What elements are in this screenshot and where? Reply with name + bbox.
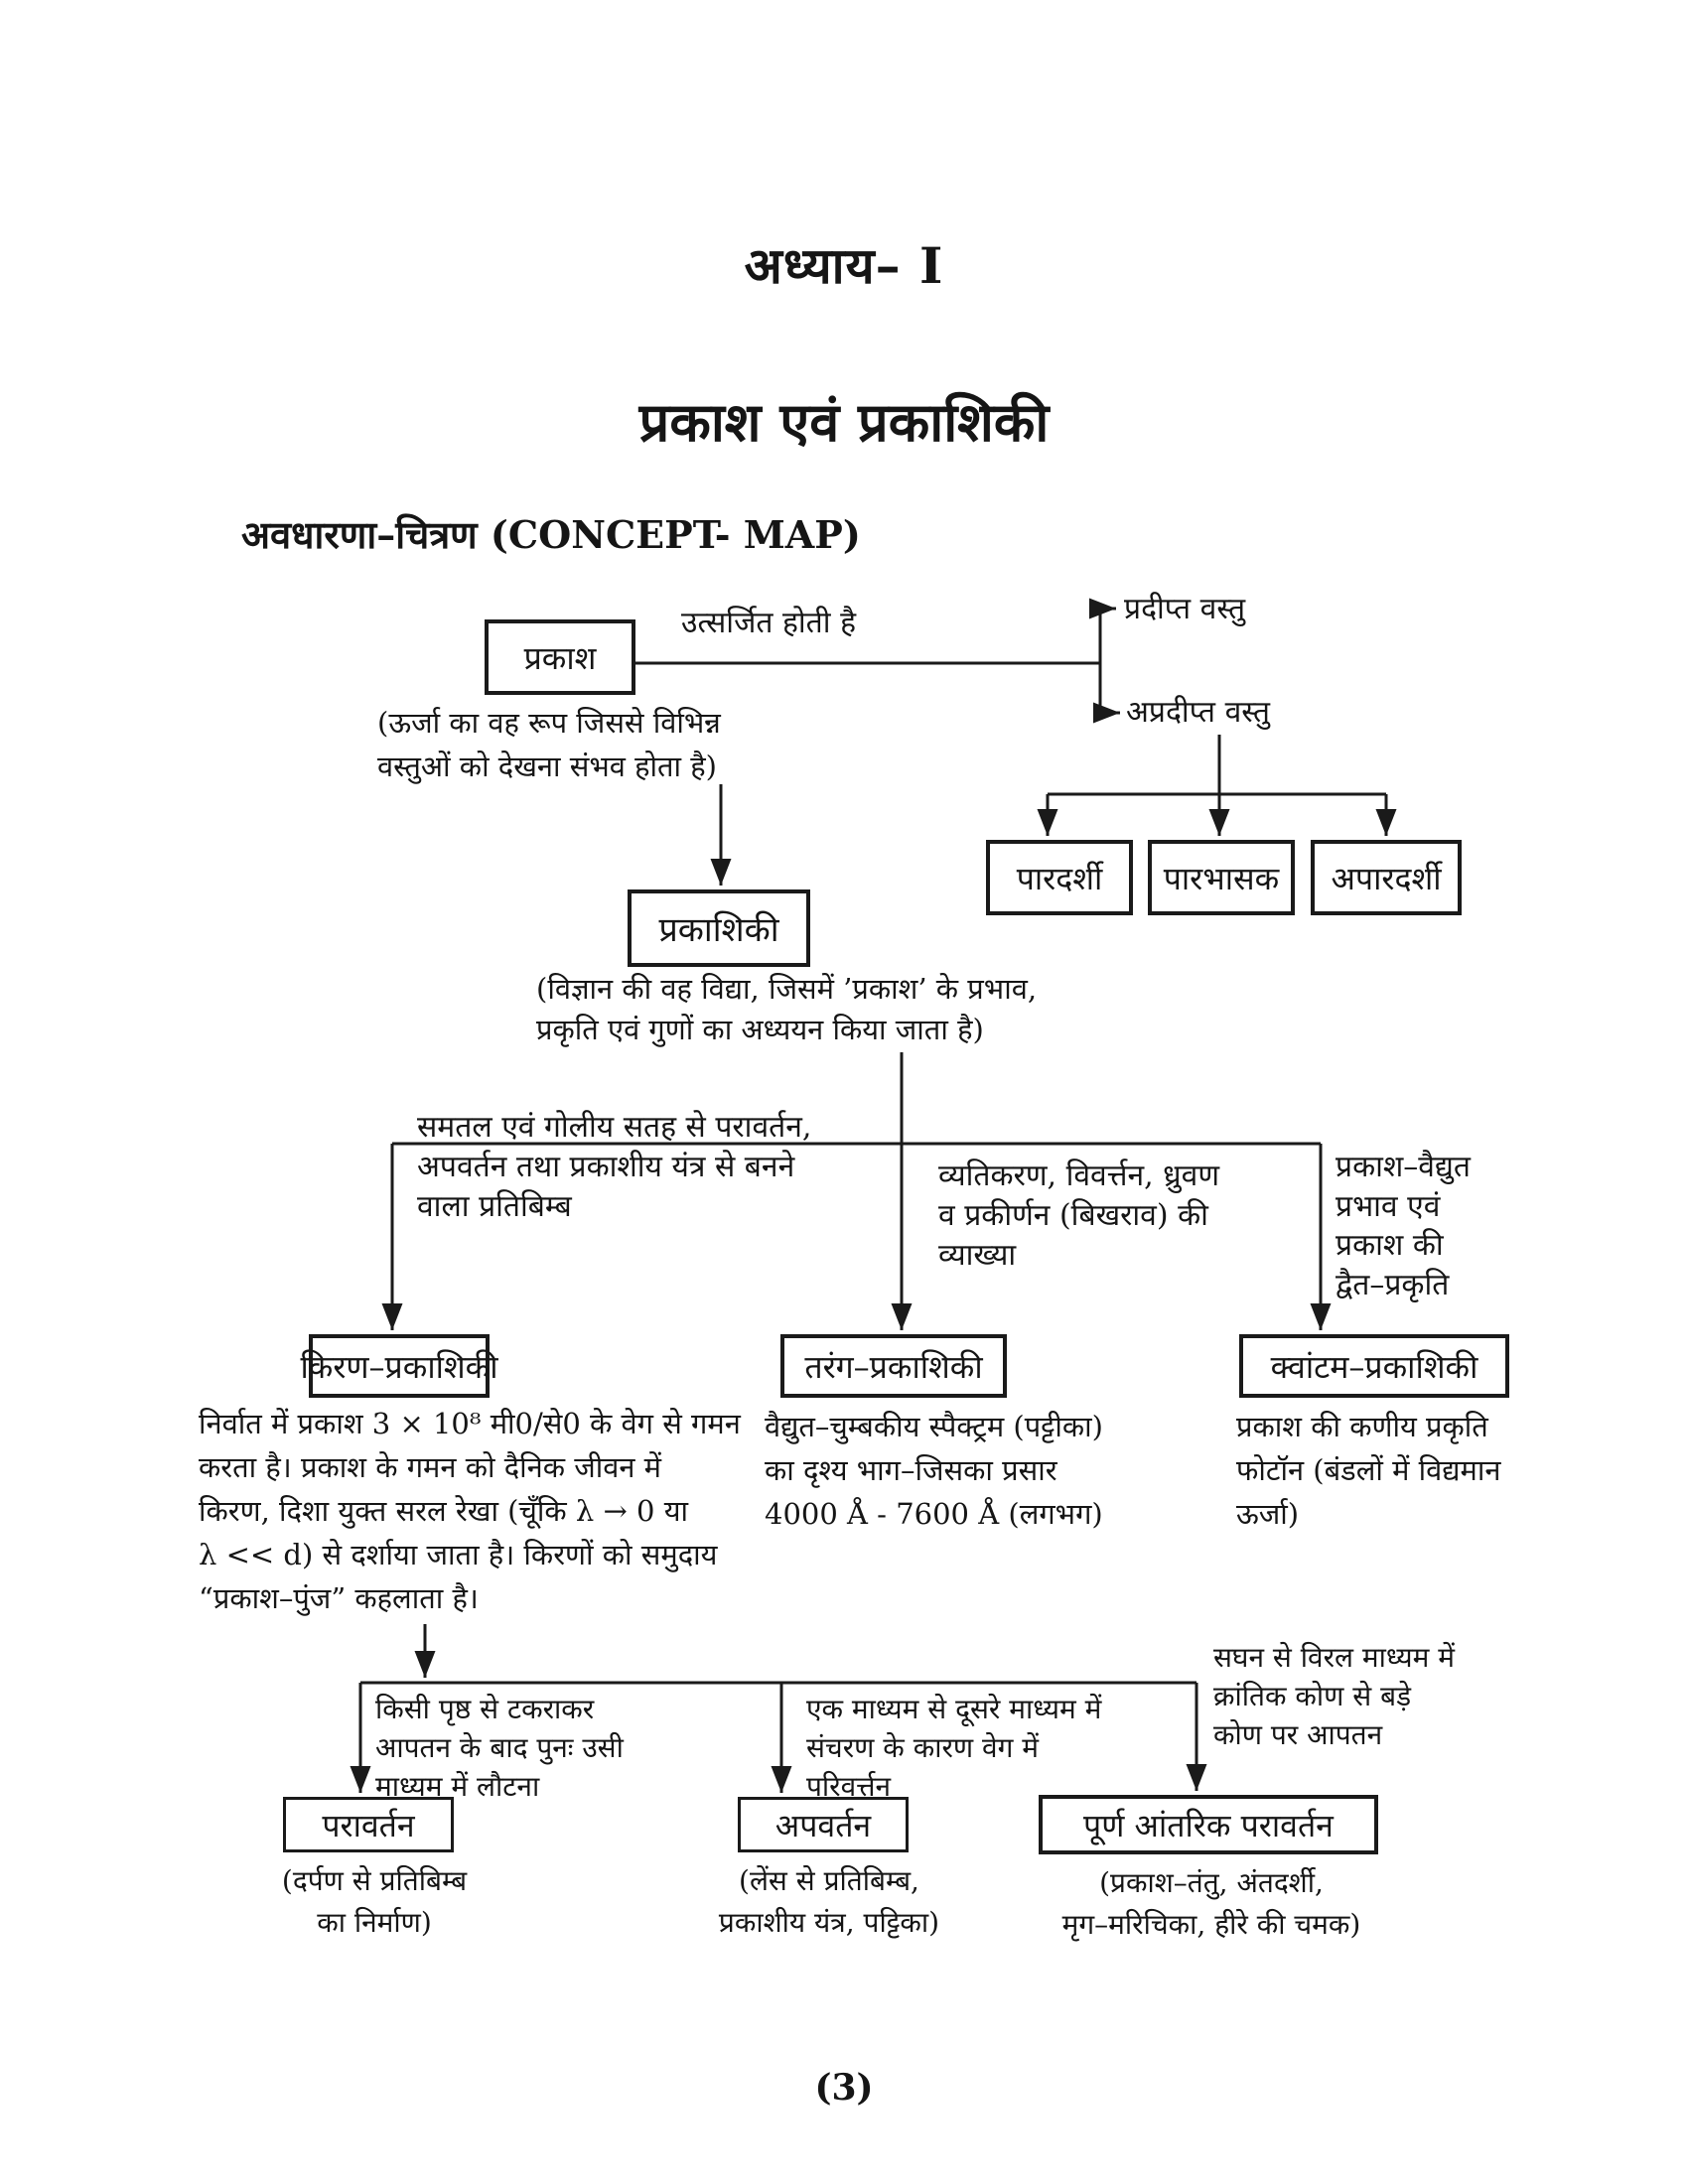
label-tir-def: सघन से विरल माध्यम में क्रांतिक कोण से ब… (1213, 1641, 1456, 1752)
label-refraction-def: एक माध्यम से दूसरे माध्यम में संचरण के क… (806, 1693, 1102, 1804)
node-prakash: प्रकाश (485, 619, 635, 695)
node-reflection: परावर्तन (283, 1797, 454, 1852)
node-ray-optics: किरण–प्रकाशिकी (300, 1334, 498, 1398)
node-quantum-optics: क्वांटम–प्रकाशिकी (1239, 1334, 1509, 1398)
node-paradarshi: पारदर्शी (986, 840, 1133, 915)
node-prakashiki: प्रकाशिकी (628, 889, 810, 967)
node-pradeept-vastu: प्रदीप्त वस्तु (1124, 592, 1246, 626)
concept-map-heading: अवधारणा–चित्रण (CONCEPT- MAP) (241, 512, 861, 557)
node-prakashiki-label: प्रकाशिकी (658, 910, 779, 950)
edge-label-emission: उत्सर्जित होती है (681, 606, 857, 640)
node-tir-label: पूर्ण आंतरिक परावर्तन (1083, 1806, 1334, 1844)
node-wave-optics-label: तरंग–प्रकाशिकी (804, 1347, 983, 1386)
reflection-caption: (दर्पण से प्रतिबिम्ब का निर्माण) (281, 1864, 468, 1939)
ray-optics-description: निर्वात में प्रकाश 3 × 10⁸ मी0/से0 के वे… (199, 1407, 741, 1616)
chapter-heading: अध्याय– I (744, 236, 944, 295)
node-aparadarshi: अपारदर्शी (1311, 840, 1462, 915)
node-quantum-optics-label: क्वांटम–प्रकाशिकी (1270, 1347, 1478, 1386)
node-wave-optics: तरंग–प्रकाशिकी (780, 1334, 1007, 1398)
branch-label-quantum: प्रकाश–वैद्युत प्रभाव एवं प्रकाश की द्वै… (1336, 1150, 1471, 1302)
page-number: (3) (814, 2067, 874, 2109)
prakash-description: (ऊर्जा का वह रूप जिससे विभिन्न वस्तुओं क… (377, 706, 721, 784)
node-apradeept-vastu: अप्रदीप्त वस्तु (1126, 695, 1271, 730)
node-reflection-label: परावर्तन (322, 1806, 415, 1844)
node-prakash-label: प्रकाश (523, 638, 597, 677)
node-total-internal-reflection: पूर्ण आंतरिक परावर्तन (1039, 1795, 1378, 1854)
page-title: प्रकाश एवं प्रकाशिकी (638, 390, 1050, 454)
node-parbhasak: पारभासक (1148, 840, 1295, 915)
node-ray-optics-label: किरण–प्रकाशिकी (300, 1347, 498, 1386)
wave-optics-description: वैद्युत–चुम्बकीय स्पैक्ट्रम (पट्टीका) का… (765, 1410, 1103, 1532)
prakashiki-description: (विज्ञान की वह विद्या, जिसमें ’प्रकाश’ क… (536, 972, 1038, 1046)
node-paradarshi-label: पारदर्शी (1016, 859, 1103, 897)
branch-label-ray: समतल एवं गोलीय सतह से परावर्तन, अपवर्तन … (417, 1110, 812, 1225)
refraction-caption: (लेंस से प्रतिबिम्ब, प्रकाशीय यंत्र, पट्… (718, 1864, 940, 1939)
branch-label-wave: व्यतिकरण, विवर्त्तन, ध्रुवण व प्रकीर्णन … (938, 1159, 1220, 1274)
tir-caption: (प्रकाश–तंतु, अंतदर्शी, मृग–मरिचिका, हीर… (1061, 1866, 1361, 1941)
node-parbhasak-label: पारभासक (1163, 859, 1280, 897)
node-refraction-label: अपवर्तन (774, 1806, 872, 1844)
quantum-optics-description: प्रकाश की कणीय प्रकृति फोटॉन (बंडलों में… (1236, 1410, 1501, 1532)
label-reflection-def: किसी पृष्ठ से टकराकर आपतन के बाद पुनः उस… (375, 1693, 624, 1804)
node-aparadarshi-label: अपारदर्शी (1331, 859, 1442, 897)
node-refraction: अपवर्तन (738, 1797, 909, 1852)
